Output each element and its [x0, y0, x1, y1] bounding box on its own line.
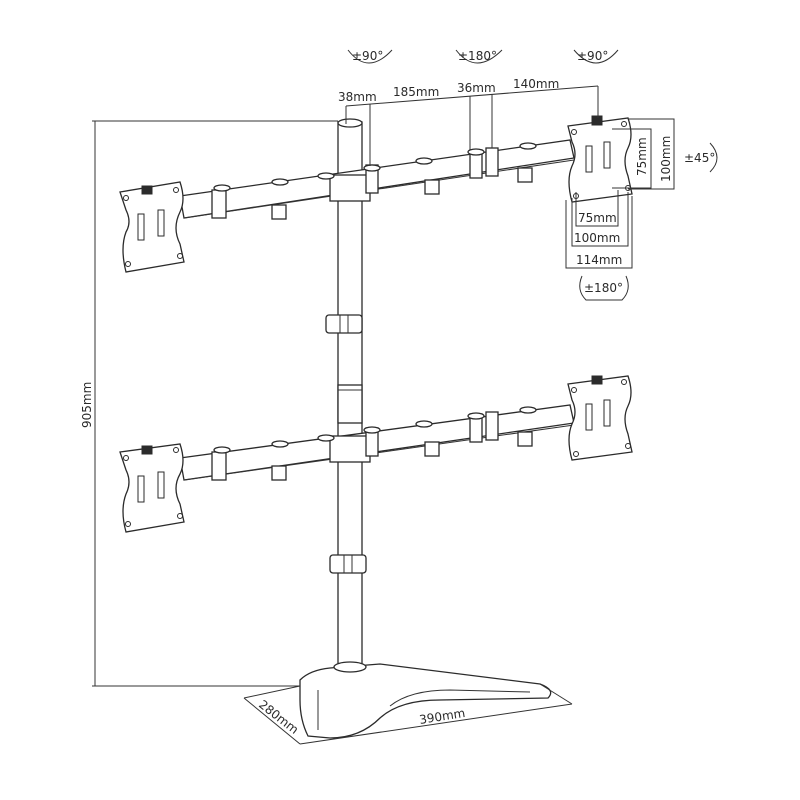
- vesa-plate-top-left: [119, 181, 185, 273]
- lower-arm: [179, 404, 575, 481]
- vesa-horizontal-inner-label: 75mm: [578, 211, 617, 225]
- stand-base: [243, 661, 573, 745]
- vesa-dimension-lines: [565, 118, 675, 269]
- arm-segment-4-label: 140mm: [513, 77, 559, 91]
- arm-segment-1-label: 38mm: [338, 90, 377, 104]
- vesa-plate-bottom-left: [119, 443, 185, 533]
- center-pole: [325, 118, 367, 668]
- arm-segment-3-label: 36mm: [457, 81, 496, 95]
- upper-arm: [179, 139, 575, 220]
- vesa-vertical-outer-label: 100mm: [659, 136, 673, 182]
- rotation-middle-label: ±180°: [458, 49, 497, 63]
- rotation-left-label: ±90°: [352, 49, 383, 63]
- vesa-plate-bottom-right: [567, 375, 633, 461]
- arm-segment-2-label: 185mm: [393, 85, 439, 99]
- vesa-plate-width-label: 114mm: [576, 253, 622, 267]
- tilt-label: ±45°: [684, 151, 715, 165]
- rotation-right-label: ±90°: [577, 49, 608, 63]
- vesa-plate-top-right: [567, 115, 633, 203]
- height-dimension: [92, 120, 338, 687]
- base-width-label: 390mm: [418, 706, 466, 727]
- overall-height-label: 905mm: [80, 382, 94, 428]
- base-depth-label: 280mm: [256, 697, 301, 737]
- arm-segment-dimensions: [345, 85, 599, 166]
- swivel-label: ±180°: [584, 281, 623, 295]
- vesa-horizontal-outer-label: 100mm: [574, 231, 620, 245]
- rotation-arcs: [347, 49, 718, 301]
- vesa-vertical-inner-label: 75mm: [635, 137, 649, 176]
